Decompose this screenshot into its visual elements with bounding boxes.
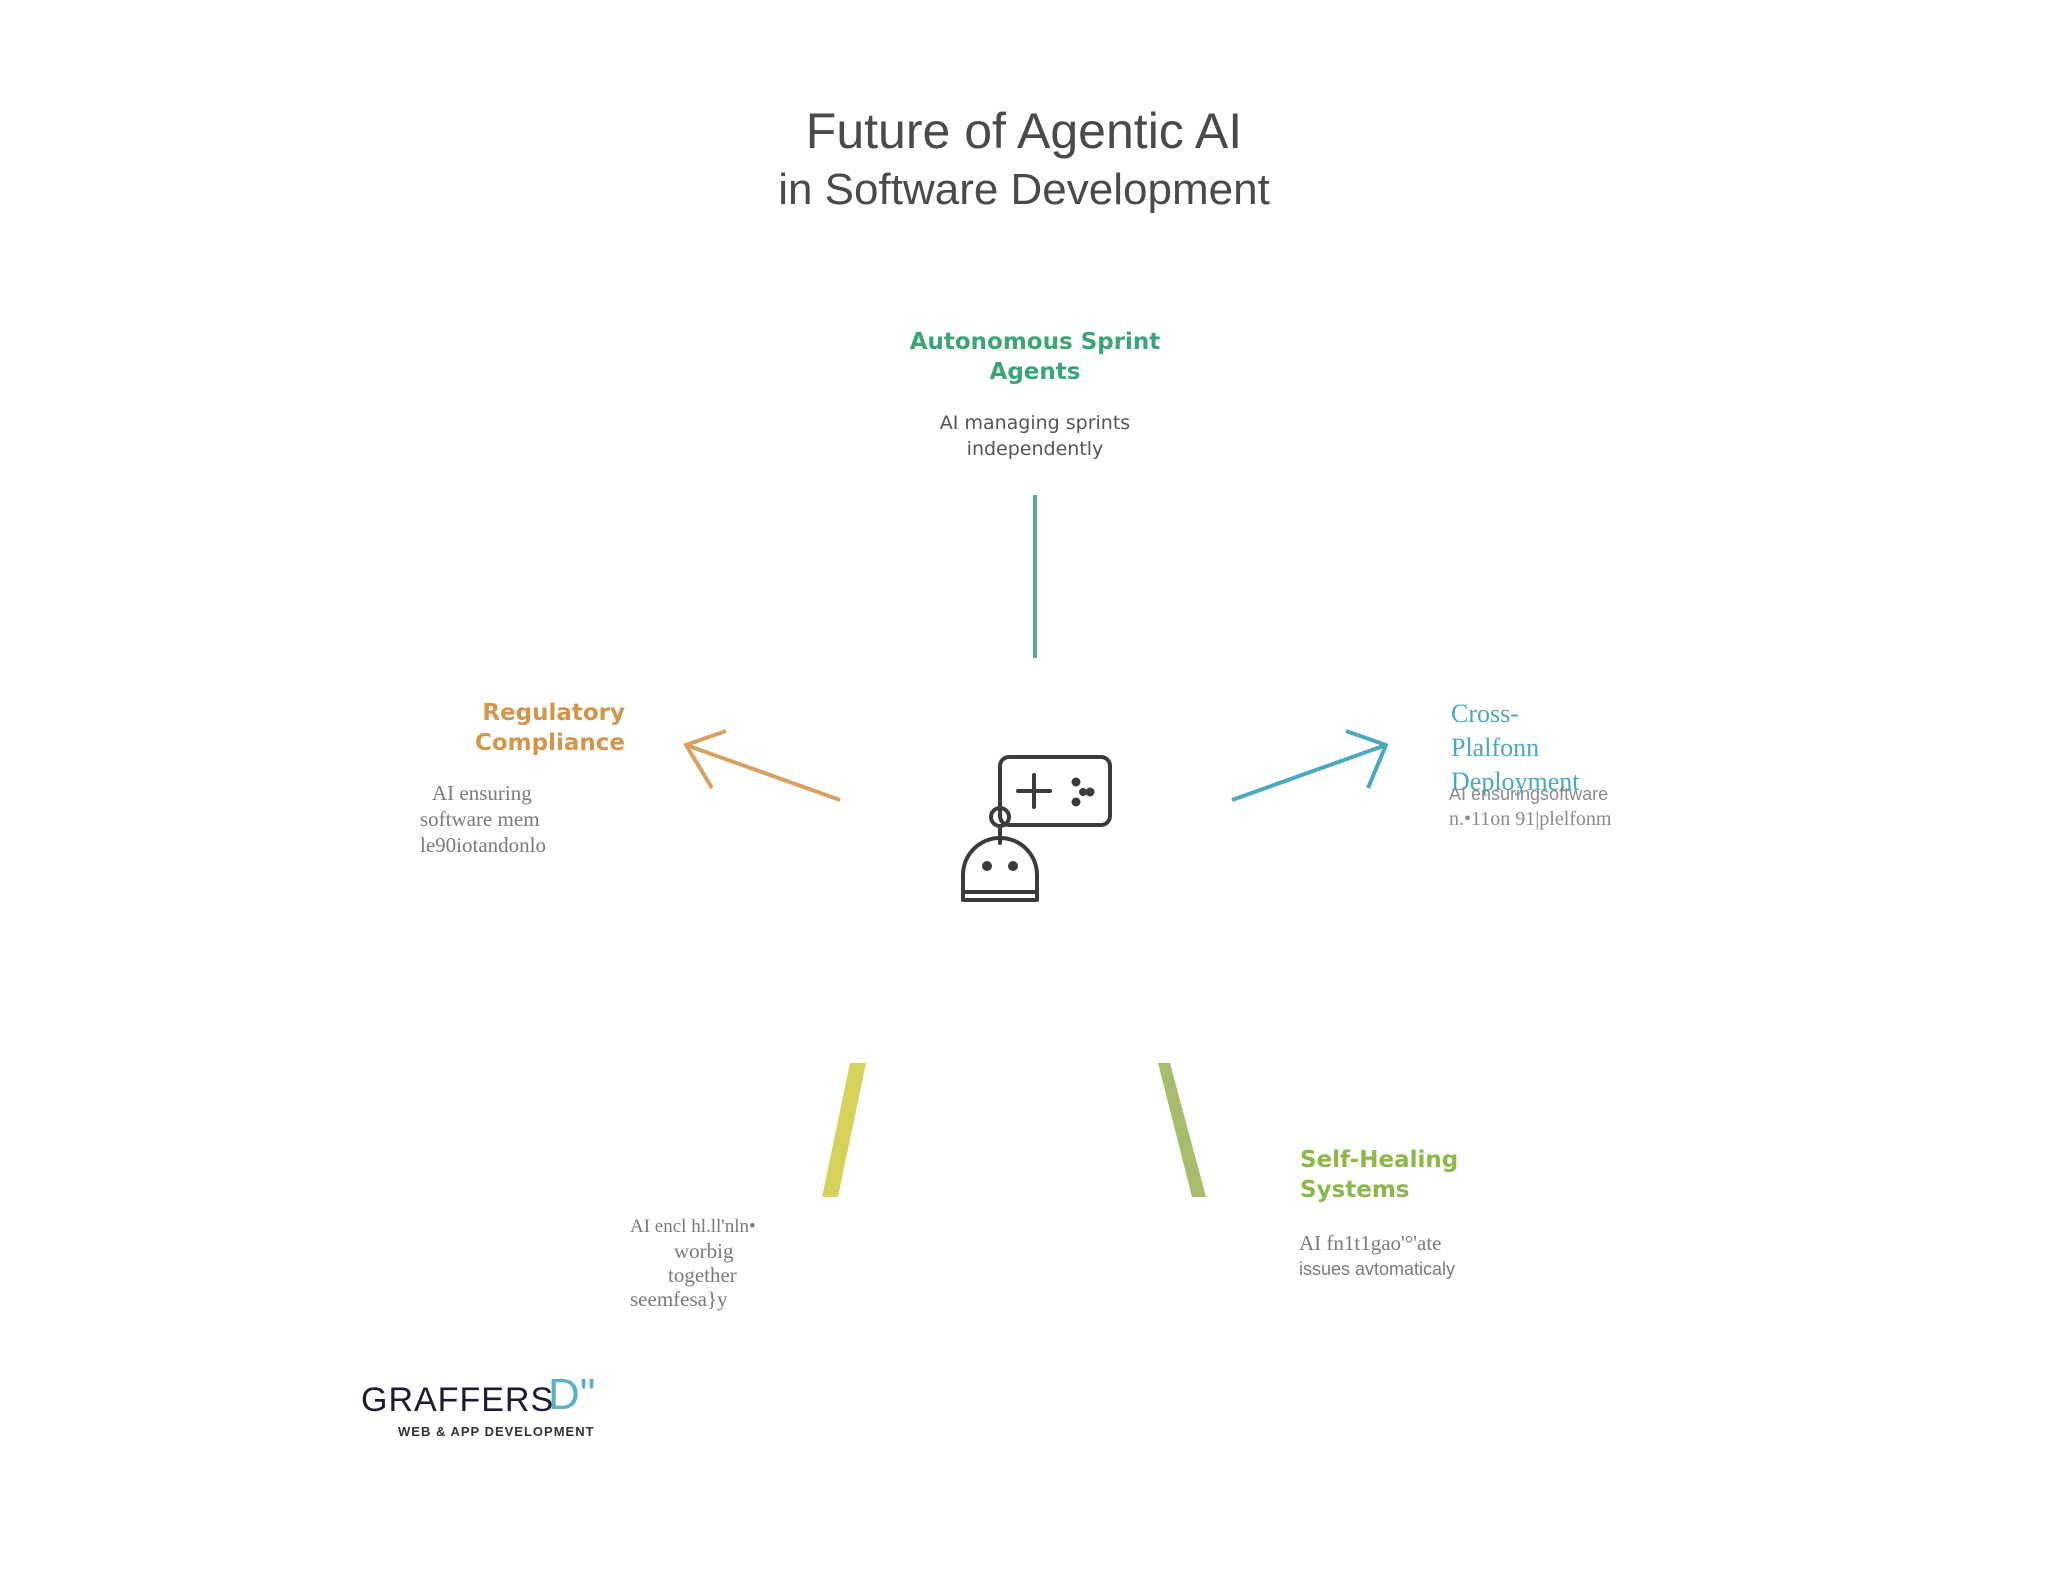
node-left-description: AI ensuring software mem le90iotandonlo (420, 781, 546, 857)
connector-bottom-left (822, 1063, 866, 1197)
robot-with-game-controller-icon (961, 755, 1112, 902)
node-left-title: Regulatory Compliance (474, 700, 625, 756)
logo-mark: D" (548, 1370, 596, 1419)
node-bottom-right-description: AI fn1t1gao'°'ate issues avtomaticaly (1299, 1231, 1456, 1279)
title-line-2: in Software Development (778, 165, 1270, 214)
arrow-right (1231, 729, 1389, 802)
node-top-description: AI managing sprints independently (939, 412, 1131, 460)
node-top-title: Autonomous Sprint Agents (909, 329, 1161, 385)
node-bottom-right-title: Self-Healing Systems (1300, 1147, 1459, 1203)
logo-tagline: WEB & APP DEVELOPMENT (398, 1424, 595, 1439)
connector-bottom-right (1158, 1063, 1206, 1197)
node-bottom-left-description: AI encl hl.ll'nln• worbig together seemf… (630, 1216, 756, 1311)
arrow-left (683, 729, 841, 802)
node-right-title: Cross- Plalfonn Deployment (1451, 699, 1580, 796)
node-right-description: AI ensuringsoftware n.•11on 91|plelfonm (1449, 784, 1612, 830)
logo-wordmark: GRAFFERS (361, 1381, 555, 1419)
page-title: Future of Agentic AI in Software Develop… (0, 100, 2048, 218)
title-line-1: Future of Agentic AI (805, 103, 1243, 159)
